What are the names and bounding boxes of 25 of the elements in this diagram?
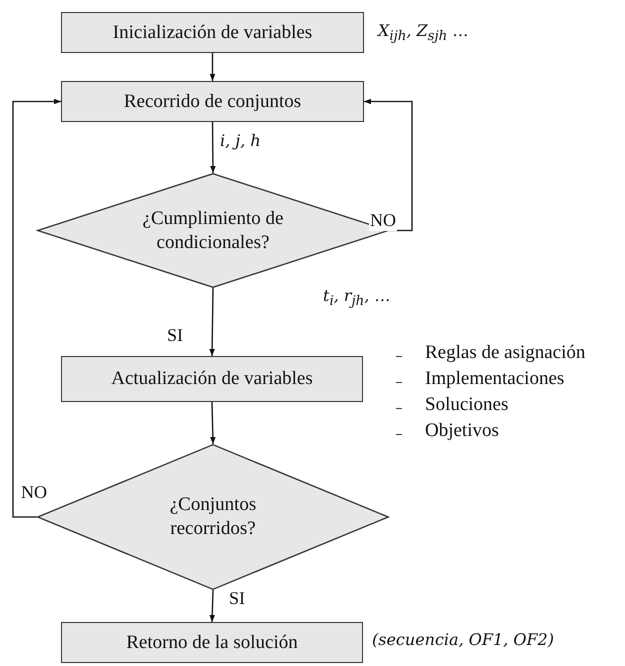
arrow — [364, 98, 413, 232]
process-box — [61, 12, 364, 53]
process-text: Recorrido de conjuntos — [124, 90, 302, 114]
arrow — [209, 288, 215, 356]
process-box — [61, 622, 363, 663]
list-item: Soluciones — [425, 394, 508, 416]
arrow — [12, 98, 61, 518]
process-box — [61, 356, 363, 402]
arrow — [210, 122, 216, 173]
variable-note: t$_{i}$, r$_{jh}$, … — [323, 286, 390, 310]
decision-text: ¿Cumplimiento de condicionales? — [142, 206, 284, 254]
arrow — [210, 402, 216, 444]
decision-text: ¿Conjuntos recorridos? — [168, 493, 258, 541]
process-text: Retorno de la solución — [126, 630, 298, 654]
process-text: Actualización de variables — [111, 367, 313, 391]
process-box — [61, 81, 364, 122]
arrow — [209, 590, 216, 622]
arrow — [210, 53, 216, 81]
variable-note: (secuencia, OF1, OF2) — [372, 630, 554, 649]
list-item: Objetivos — [425, 420, 499, 442]
variable-note: X$_{ijh}$, Z$_{sjh}$ … — [378, 21, 468, 44]
list-item: Reglas de asignación — [425, 342, 586, 364]
process-text: Inicialización de variables — [112, 20, 312, 44]
edge-label: i, j, h — [219, 131, 262, 150]
list-item: Implementaciones — [425, 368, 564, 390]
